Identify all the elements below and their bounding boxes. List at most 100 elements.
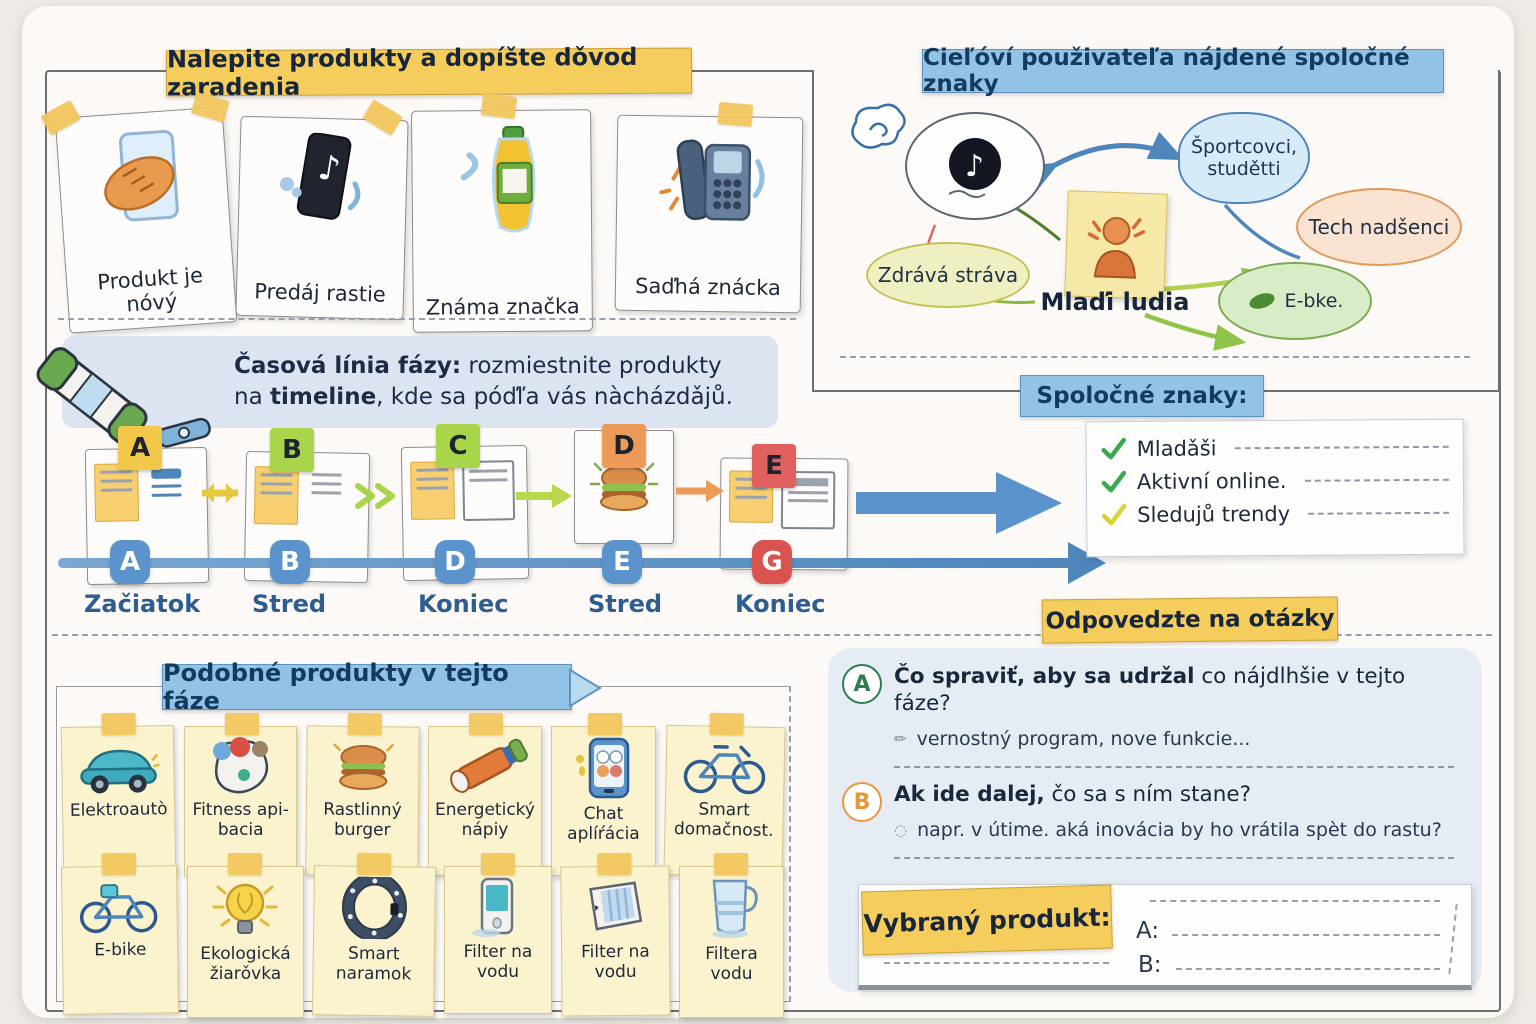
line-a-label: A: (1136, 918, 1160, 944)
central-user-sticky[interactable] (1064, 190, 1168, 300)
hint-text: napr. v útime. aká inovácia by ho vrátil… (917, 818, 1442, 841)
timeline-marker-g[interactable]: G (752, 540, 792, 584)
bubble-label: Zdrává stráva (877, 263, 1019, 287)
bubble-healthy-food[interactable]: Zdrává stráva (866, 242, 1030, 308)
telephone-icon (659, 139, 765, 221)
product-note-smart-band[interactable]: Smart naramok (311, 852, 436, 1017)
check-icon (1101, 437, 1126, 460)
answer-line-b[interactable] (894, 856, 1454, 859)
question-letter: A (853, 671, 871, 697)
bubble-label: E-bke. (1284, 290, 1344, 312)
product-note-fitness-app[interactable]: Fitness api- bacia (184, 713, 298, 876)
smart-band-icon (341, 876, 407, 940)
product-note-smart-home[interactable]: Smart domačnost. (663, 712, 786, 878)
burger-icon (589, 462, 659, 511)
trait-fill-line[interactable] (1308, 511, 1450, 515)
product-note-plant-burger[interactable]: Rastlinný burger (305, 712, 421, 877)
product-note-water-filter-2[interactable]: Filter na vodu (560, 852, 671, 1017)
bicycle-icon (80, 884, 158, 934)
question-bold: Ak ide dalej, (894, 782, 1045, 807)
timeline-marker-d[interactable]: D (435, 540, 475, 584)
selected-product-dash[interactable] (1150, 900, 1440, 902)
timeline-label-start: Začiatok (84, 590, 201, 618)
question-a: A Čo spraviť, aby sa udržal co nájdlhšie… (842, 664, 1462, 768)
bubble-tech-enthusiasts[interactable]: Tech nadšenci (1296, 188, 1462, 266)
selected-product-label-sticky: Vybraný produkt: (861, 884, 1113, 956)
timeline-marker-a[interactable]: A (110, 540, 150, 584)
arrow-between-a-b-icon (202, 483, 238, 503)
tape-icon (587, 713, 622, 735)
timeline-arrowhead-icon (1042, 542, 1106, 584)
bubble-athletes-students[interactable]: Športcovci, studětti (1178, 112, 1310, 204)
product-note-label: Smart domačnost. (674, 799, 775, 841)
timeline-label-mid: Stred (252, 590, 327, 618)
trait-text: Mladǎši (1136, 436, 1217, 461)
target-users-title: Cieľóví použivateľa nájdené spoločné zna… (923, 45, 1410, 97)
instruction-bold: Časová línia fázy: (234, 352, 462, 379)
question-a-text: Čo spraviť, aby sa udržal co nájdlhšie v… (894, 664, 1462, 718)
product-card-label: Saďhá znácka (634, 273, 782, 300)
trait-fill-line[interactable] (1304, 478, 1449, 482)
juice-bottle-icon (460, 125, 536, 233)
energy-drink-icon (450, 738, 528, 793)
phase-tab-b[interactable]: B (270, 428, 314, 472)
note-box-icon (462, 460, 516, 522)
product-note-label: E-bike (94, 939, 147, 961)
phase-tab-a[interactable]: A (118, 426, 162, 470)
phase-letter: B (282, 435, 302, 465)
car-icon (79, 749, 160, 794)
glue-stick-icon (36, 347, 211, 448)
product-note-water-filter-1[interactable]: Filter na vodu (443, 853, 553, 1014)
timeline-marker-e[interactable]: E (602, 540, 642, 584)
answer-line[interactable] (1176, 968, 1440, 970)
product-note-ebike[interactable]: E-bike (60, 852, 180, 1015)
common-traits-sheet[interactable]: Mladǎši Aktivní online. Sledujů trendy (1085, 418, 1465, 558)
product-note-water-pitcher[interactable]: Filtera vodu (679, 853, 784, 1018)
product-note-eco-bulb[interactable]: Ekologická žiarǒvka (187, 853, 304, 1018)
product-card-growing[interactable]: ♪ Predáj rastie (235, 99, 409, 321)
tape-icon (597, 852, 632, 876)
marker-letter: D (444, 547, 466, 577)
product-card-known-brand[interactable]: Známa značka (411, 92, 593, 333)
timeline-marker-b[interactable]: B (270, 540, 310, 584)
phase-tab-c[interactable]: C (436, 424, 480, 468)
answer-line-a[interactable] (894, 765, 1454, 768)
product-card-old-brand[interactable]: Saďhá znácka (614, 101, 804, 314)
trait-fill-line[interactable] (1234, 445, 1449, 450)
pitcher-icon (711, 879, 758, 938)
product-card-label: Predáj rastie (253, 279, 387, 307)
arrow-between-d-e-icon (676, 480, 724, 502)
phase-tab-d[interactable]: D (602, 424, 646, 468)
phase-tab-e[interactable]: E (752, 444, 796, 488)
central-user-label: Mlaďi ludia (1035, 288, 1195, 316)
check-icon (1101, 470, 1127, 493)
product-card-label: Produkt je nóvý (96, 262, 204, 317)
tape-icon (225, 713, 260, 735)
trait-row: Aktivní online. (1101, 468, 1449, 494)
bubble-ebike[interactable]: E-bke. (1218, 262, 1372, 340)
trait-text: Aktivní online. (1136, 468, 1287, 494)
filter-box-icon (589, 881, 643, 931)
marker-letter: E (613, 547, 631, 577)
paste-products-title: Nalepite produkty a dopíšte dǒvod zarade… (166, 42, 638, 102)
tape-icon (356, 852, 391, 876)
marker-letter: G (761, 547, 783, 577)
tape-icon (480, 92, 518, 120)
product-note-label: Smart naramok (335, 943, 412, 985)
selected-product-dash[interactable] (884, 962, 1109, 964)
product-note-electro-car[interactable]: Elektroautò (60, 712, 177, 877)
central-user-text: Mlaďi ludia (1040, 288, 1190, 316)
bubble-label: Tech nadšenci (1308, 215, 1450, 239)
product-note-label: Fitness api- bacia (192, 800, 289, 840)
timeline-label-end: Koniec (418, 590, 509, 618)
product-note-chat-app[interactable]: Chat aplíŕácia (550, 713, 657, 876)
answer-line[interactable] (1172, 934, 1440, 936)
svg-text:♪: ♪ (965, 149, 984, 184)
similar-products-banner: Podobné produkty v tejto fáze (162, 659, 572, 715)
trait-text: Sledujů trendy (1137, 501, 1291, 527)
product-card-new[interactable]: Produkt je nóvý (40, 91, 238, 334)
timeline-label-mid2: Stred (588, 590, 663, 618)
tiktok-bubble[interactable]: ♪ (905, 112, 1045, 220)
tape-icon (717, 101, 754, 127)
